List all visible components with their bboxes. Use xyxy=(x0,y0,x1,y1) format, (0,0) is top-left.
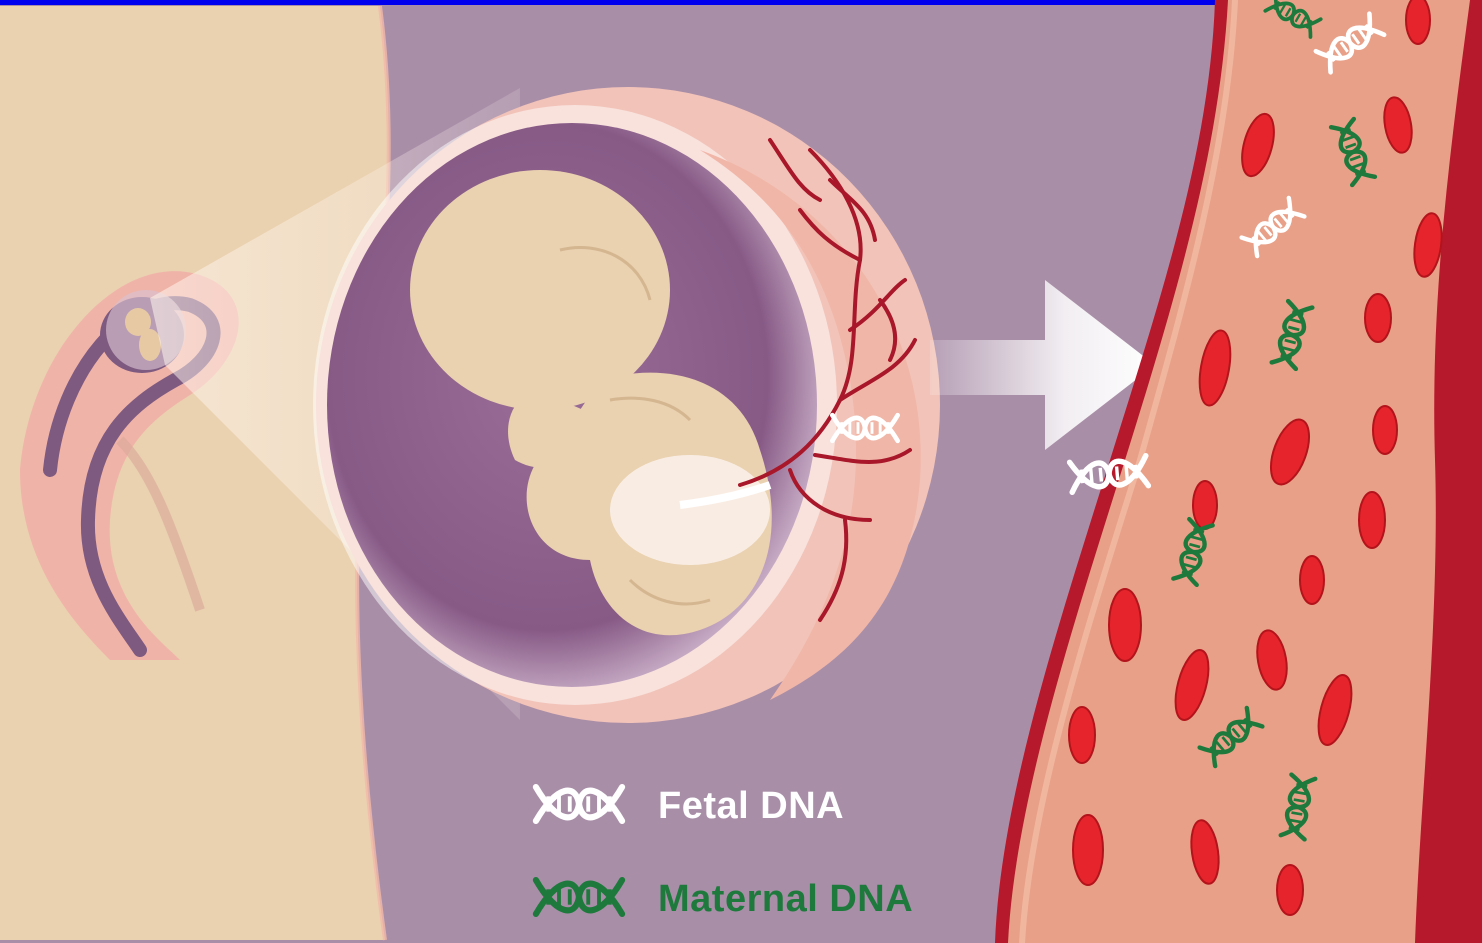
legend-label-maternal-dna: Maternal DNA xyxy=(658,878,913,920)
legend-label-fetal-dna: Fetal DNA xyxy=(658,785,844,827)
